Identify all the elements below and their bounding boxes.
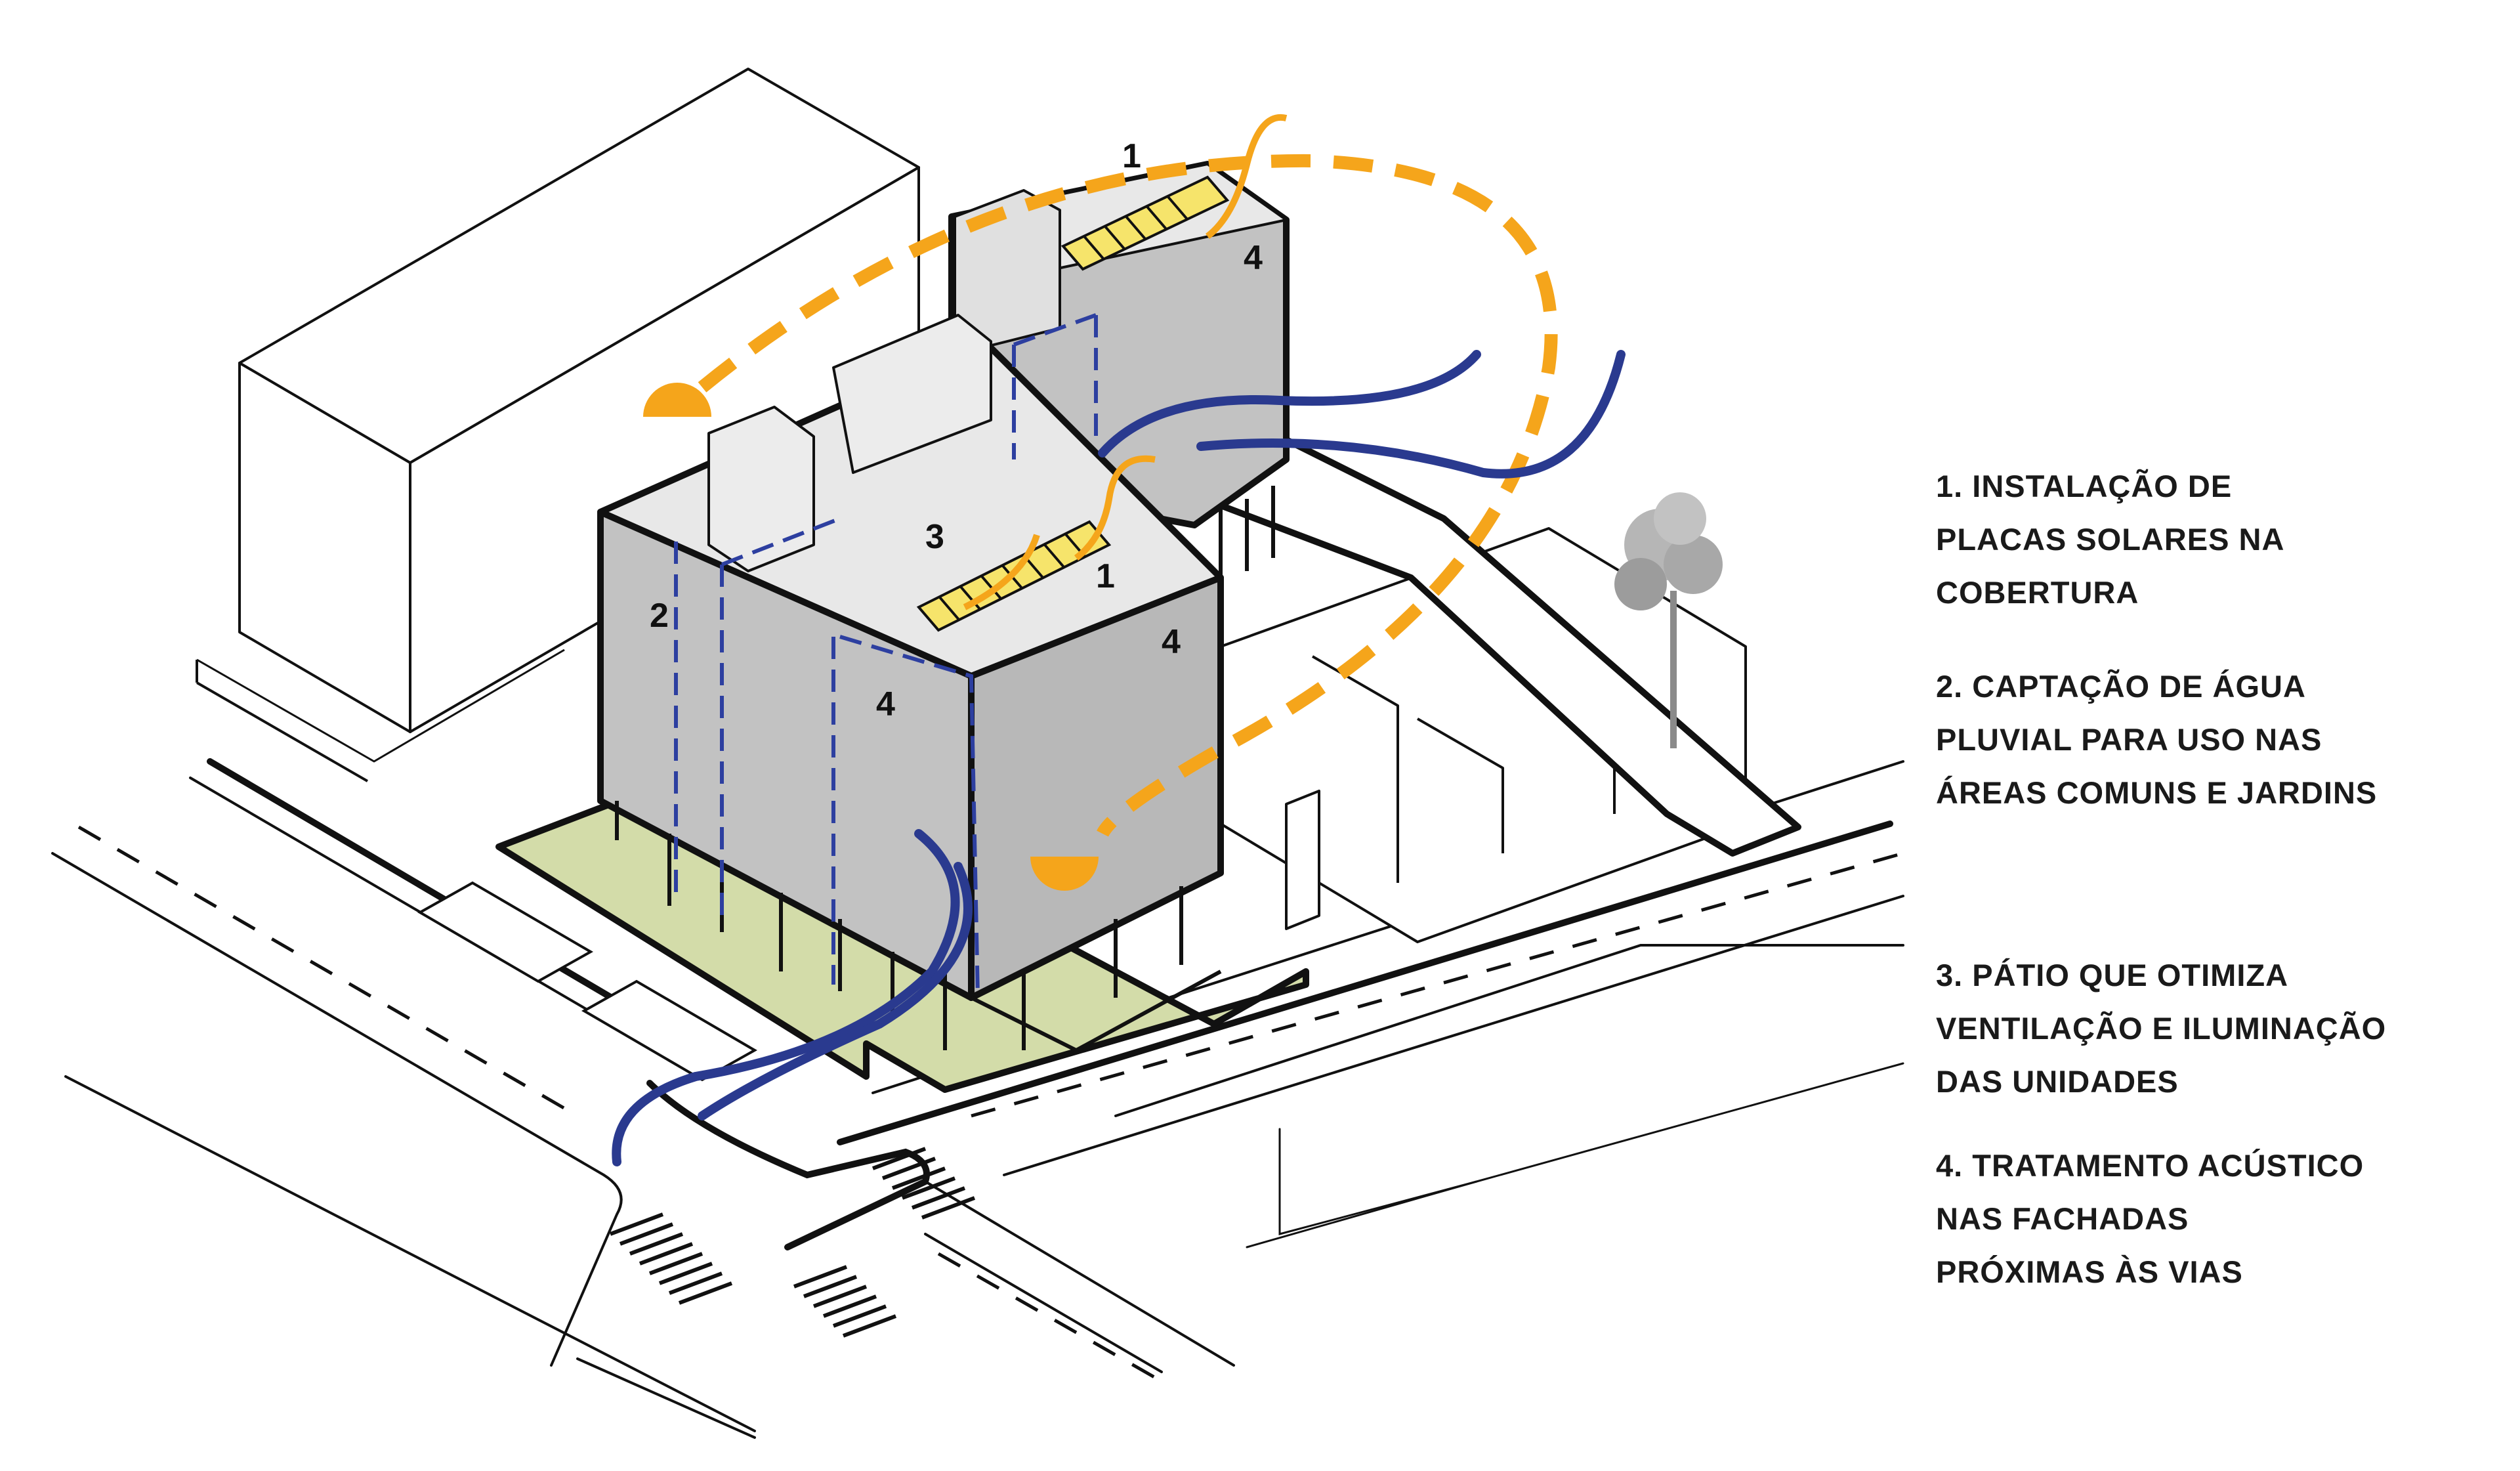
wind-streams	[612, 350, 1626, 1166]
streets	[51, 758, 1904, 1439]
legend-line: 4. TRATAMENTO ACÚSTICO	[1936, 1148, 2364, 1183]
legend-line: VENTILAÇÃO E ILUMINAÇÃO	[1936, 1011, 2387, 1046]
legend-item-solar: 1. INSTALAÇÃO DE PLACAS SOLARES NA COBER…	[1936, 459, 2513, 619]
marker-solar-roof-right: 1	[1122, 137, 1141, 175]
marker-acoustic-left: 4	[876, 685, 895, 723]
neighbor-building	[196, 68, 920, 782]
legend-line: COBERTURA	[1936, 575, 2139, 610]
marker-acoustic-right: 4	[1244, 239, 1263, 277]
legend-item-acoustic: 4. TRATAMENTO ACÚSTICO NAS FACHADAS PRÓX…	[1936, 1139, 2513, 1298]
legend: 1. INSTALAÇÃO DE PLACAS SOLARES NA COBER…	[1936, 0, 2513, 1471]
sun-icon-left	[643, 383, 711, 417]
legend-line: PRÓXIMAS ÀS VIAS	[1936, 1254, 2243, 1289]
legend-item-courtyard: 3. PÁTIO QUE OTIMIZA VENTILAÇÃO E ILUMIN…	[1936, 949, 2513, 1108]
legend-line: 2. CAPTAÇÃO DE ÁGUA	[1936, 669, 2306, 704]
legend-line: PLACAS SOLARES NA	[1936, 522, 2285, 557]
legend-line: DAS UNIDADES	[1936, 1064, 2179, 1099]
bus-shelters	[417, 881, 758, 1082]
markers: 1 1 2 3 4 4 4	[650, 137, 1263, 723]
marker-acoustic-front: 4	[1162, 623, 1181, 661]
legend-line: ÁREAS COMUNS E JARDINS	[1936, 775, 2378, 810]
main-building	[597, 161, 1290, 1052]
tree	[1614, 492, 1723, 748]
marker-rain-water: 2	[650, 597, 669, 635]
sun-icon-right	[1030, 857, 1099, 891]
sun-path	[643, 114, 1558, 891]
legend-line: NAS FACHADAS	[1936, 1201, 2189, 1236]
marker-courtyard: 3	[925, 518, 944, 556]
marker-solar-roof-left: 1	[1096, 557, 1115, 595]
legend-line: 1. INSTALAÇÃO DE	[1936, 469, 2233, 503]
legend-line: 3. PÁTIO QUE OTIMIZA	[1936, 958, 2289, 992]
rainwater-pipes	[674, 313, 1098, 998]
road-centerlines	[77, 825, 1904, 1387]
legend-item-rainwater: 2. CAPTAÇÃO DE ÁGUA PLUVIAL PARA USO NAS…	[1936, 660, 2513, 819]
legend-line: PLUVIAL PARA USO NAS	[1936, 722, 2322, 757]
crosswalks	[609, 1147, 976, 1338]
site-wall	[1217, 410, 1801, 857]
